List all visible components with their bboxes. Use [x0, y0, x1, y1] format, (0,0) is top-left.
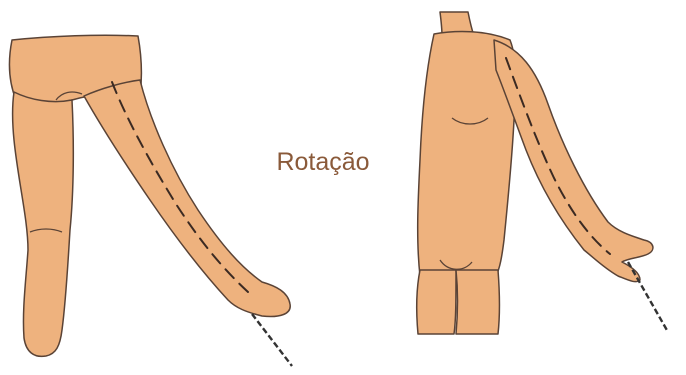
abducted-leg	[84, 80, 290, 317]
standing-leg	[13, 92, 74, 356]
thigh-left	[417, 270, 456, 334]
needle-leg	[252, 314, 292, 366]
legs-figure	[9, 35, 292, 366]
needle-arm	[628, 262, 668, 332]
thigh-right	[456, 270, 500, 334]
torso-figure	[417, 12, 668, 334]
abducted-arm	[494, 40, 653, 282]
caption-label: Rotação	[268, 148, 378, 177]
